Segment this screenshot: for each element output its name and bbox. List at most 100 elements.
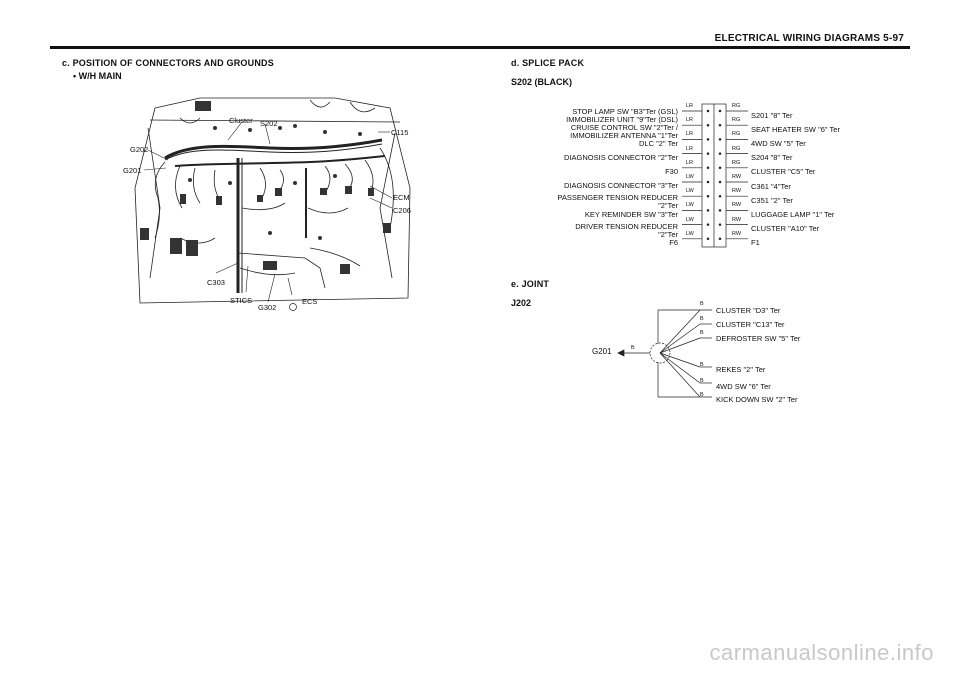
sp-left-label-2: IMMOBILIZER UNIT "9"Ter (DSL) <box>566 115 678 124</box>
sp-left-label-5: DLC "2" Ter <box>639 139 678 148</box>
sp-left-label-9: PASSENGER TENSION REDUCER <box>557 193 678 202</box>
splice-pin <box>706 194 710 198</box>
header-rule <box>50 46 910 49</box>
g202-label: G202 <box>130 145 149 154</box>
section-d-title: d. SPLICE PACK <box>511 58 585 68</box>
c115-label: C115 <box>391 128 409 137</box>
splice-right-wire-code: RW <box>732 230 742 237</box>
splice-pack-diagram <box>682 103 748 248</box>
splice-right-wire-code: RW <box>732 216 742 223</box>
cluster-label: Cluster <box>229 116 253 125</box>
ecs-label: ECS <box>302 297 318 306</box>
sp-left-label-4: IMMOBILIZER ANTENNA "1"Ter <box>570 131 678 140</box>
splice-pin <box>718 237 722 241</box>
sp-right-label-5: CLUSTER "C5" Ter <box>751 167 816 176</box>
splice-pin <box>718 109 722 113</box>
s202-title: S202 (BLACK) <box>511 77 573 87</box>
splice-right-wire-code: RG <box>732 145 741 152</box>
splice-pin <box>718 138 722 141</box>
joint-wire-5: B <box>700 378 704 384</box>
page-header-title: ELECTRICAL WIRING DIAGRAMS 5-97 <box>714 33 904 44</box>
splice-left-wire-code: LW <box>686 174 694 180</box>
wh-main-bullet: • W/H MAIN <box>73 71 122 81</box>
sp-left-label-6: DIAGNOSIS CONNECTOR "2"Ter <box>564 153 678 162</box>
joint-wire-3: B <box>700 330 704 336</box>
harness-illustration <box>134 97 411 311</box>
joint-wire-2: B <box>700 316 704 322</box>
sp-right-label-9: CLUSTER "A10" Ter <box>751 224 820 233</box>
splice-pin <box>706 223 710 226</box>
splice-pin <box>706 180 710 184</box>
c206-label: C206 <box>393 206 411 215</box>
splice-pin <box>718 209 722 212</box>
sp-right-label-6: C361 "4"Ter <box>751 182 791 191</box>
sp-left-label-14: F6 <box>669 238 678 247</box>
splice-right-wire-code: RG <box>732 117 741 124</box>
splice-right-wire-code: RW <box>732 188 742 195</box>
splice-right-wire-code: RW <box>732 174 742 180</box>
joint-label-1: CLUSTER "D3" Ter <box>716 306 781 315</box>
splice-pin <box>706 237 710 241</box>
g302-label: G302 <box>258 303 277 312</box>
sp-right-label-8: LUGGAGE LAMP "1" Ter <box>751 210 835 219</box>
watermark-text: carmanualsonline.info <box>709 640 934 665</box>
s202-label: S202 <box>260 119 278 128</box>
sp-right-label-1: S201 "8" Ter <box>751 111 793 120</box>
sp-left-label-11: KEY REMINDER SW "3"Ter <box>584 210 678 219</box>
joint-label-2: CLUSTER "C13" Ter <box>716 320 785 329</box>
joint-label-5: 4WD SW "6" Ter <box>716 382 771 391</box>
splice-pin <box>706 109 710 113</box>
splice-left-wire-code: LR <box>686 145 694 152</box>
sp-left-label-10: "2"Ter <box>658 201 678 210</box>
sp-left-label-3: CRUISE CONTROL SW "2"Ter / <box>570 123 678 132</box>
joint-diagram <box>617 309 712 398</box>
g201-label: G201 <box>123 166 142 175</box>
j202-title: J202 <box>511 298 532 308</box>
sp-right-label-3: 4WD SW "5" Ter <box>751 139 806 148</box>
joint-wire-4: B <box>700 362 704 368</box>
sp-right-label-7: C351 "2" Ter <box>751 196 793 205</box>
splice-left-wire-code: LW <box>686 230 694 237</box>
splice-left-wire-code: LW <box>686 216 694 223</box>
splice-right-wire-code: RG <box>732 159 741 166</box>
joint-label-6: KICK DOWN SW "2" Ter <box>716 395 798 404</box>
splice-pin <box>718 223 722 226</box>
sp-left-label-1: STOP LAMP SW "B3"Ter (GSL) <box>572 107 678 116</box>
splice-left-wire-code: LR <box>686 131 694 138</box>
sp-right-label-10: F1 <box>751 238 760 247</box>
splice-pin <box>718 166 722 170</box>
splice-pin <box>706 138 710 141</box>
sp-left-label-7: F30 <box>665 167 678 176</box>
splice-pin <box>718 194 722 198</box>
sp-right-label-4: S204 "8" Ter <box>751 153 793 162</box>
splice-pin <box>706 166 710 170</box>
splice-right-wire-code: RG <box>732 103 741 109</box>
splice-pin <box>706 209 710 212</box>
splice-right-wire-code: RG <box>732 131 741 138</box>
splice-pin <box>718 152 722 155</box>
joint-ground-label: G201 <box>592 347 612 356</box>
section-c-title: c. POSITION OF CONNECTORS AND GROUNDS <box>62 58 274 68</box>
splice-pin <box>718 123 722 127</box>
splice-left-wire-code: LR <box>686 103 694 109</box>
splice-pin <box>706 152 710 155</box>
splice-left-wire-code: LR <box>686 159 694 166</box>
sp-left-label-8: DIAGNOSIS CONNECTOR "3"Ter <box>564 181 678 190</box>
joint-label-4: REKES "2" Ter <box>716 365 766 374</box>
joint-wire-6: B <box>700 392 704 398</box>
splice-left-wire-code: LR <box>686 117 694 124</box>
splice-right-wire-code: RW <box>732 202 742 209</box>
splice-pin <box>706 123 710 127</box>
sp-left-label-12: DRIVER TENSION REDUCER <box>575 222 678 231</box>
stics-label: STICS <box>230 296 253 305</box>
ecm-label: ECM <box>393 193 410 202</box>
joint-label-3: DEFROSTER SW "5" Ter <box>716 334 801 343</box>
c303-label: C303 <box>207 278 225 287</box>
section-e-title: e. JOINT <box>511 279 550 289</box>
splice-left-wire-code: LW <box>686 202 694 209</box>
joint-ground-wire: B <box>631 345 635 351</box>
sp-right-label-2: SEAT HEATER SW "6" Ter <box>751 125 840 134</box>
splice-left-wire-code: LW <box>686 188 694 195</box>
sp-left-label-13: "2"Ter <box>658 230 678 239</box>
joint-wire-1: B <box>700 301 704 307</box>
